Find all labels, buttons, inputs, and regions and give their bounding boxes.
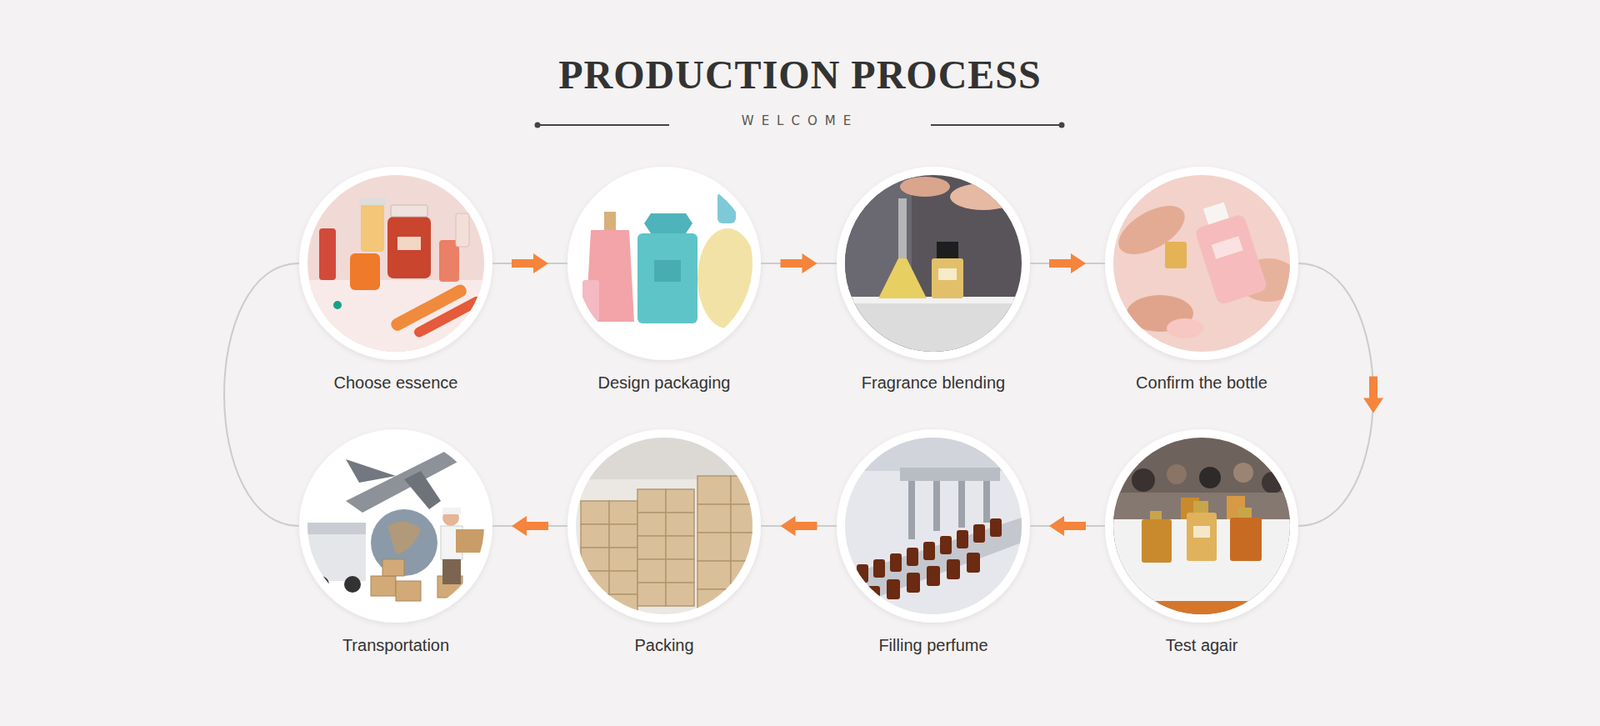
- process-circle: Transportation: [299, 429, 493, 623]
- step-label: Confirm the bottle: [1068, 373, 1335, 393]
- flow-connector: [492, 253, 568, 274]
- flow-connector: [224, 263, 300, 526]
- bottle-photo: [1105, 166, 1299, 360]
- test-photo: [1105, 429, 1299, 623]
- step-label: Test agair: [1068, 635, 1335, 655]
- filling-photo: [836, 429, 1030, 623]
- flow-connector: [1298, 263, 1384, 526]
- flow-connector: [1030, 253, 1105, 274]
- flow-connector: [1030, 515, 1105, 536]
- process-circle: Filling perfume: [836, 429, 1030, 623]
- process-circle: Fragrance blending: [836, 166, 1030, 360]
- flow-connector: [760, 253, 837, 274]
- process-circle: Design packaging: [567, 166, 761, 360]
- process-circle: Test agair: [1105, 429, 1299, 623]
- essence-photo: [299, 166, 493, 360]
- arrow-head: [1049, 253, 1086, 274]
- connector-line: [224, 263, 300, 526]
- flow-connector: [760, 515, 837, 536]
- connector-line: [1298, 263, 1374, 526]
- arrow-head: [780, 253, 818, 274]
- step-label: Design packaging: [530, 373, 798, 393]
- arrow-head: [511, 515, 549, 536]
- blending-photo: [836, 166, 1030, 360]
- step-label: Filling perfume: [800, 635, 1067, 655]
- step-label: Choose essence: [262, 373, 530, 393]
- step-label: Transportation: [262, 635, 530, 655]
- transport-photo: [299, 429, 493, 623]
- flow-connector: [492, 515, 568, 536]
- arrow-head: [1363, 376, 1384, 414]
- diagram-title: PRODUCTION PROCESS: [0, 51, 1600, 98]
- step-label: Fragrance blending: [800, 373, 1067, 393]
- arrow-head: [1049, 515, 1086, 536]
- arrow-head: [780, 515, 818, 536]
- arrow-head: [511, 253, 549, 274]
- process-circle: Packing: [567, 429, 761, 623]
- packing-photo: [567, 429, 765, 623]
- step-label: Packing: [530, 635, 798, 655]
- process-circle: Choose essence: [299, 166, 493, 360]
- process-circle: Confirm the bottle: [1105, 166, 1299, 360]
- subtitle: WELCOME: [0, 113, 1600, 129]
- packaging-photo: [567, 166, 761, 360]
